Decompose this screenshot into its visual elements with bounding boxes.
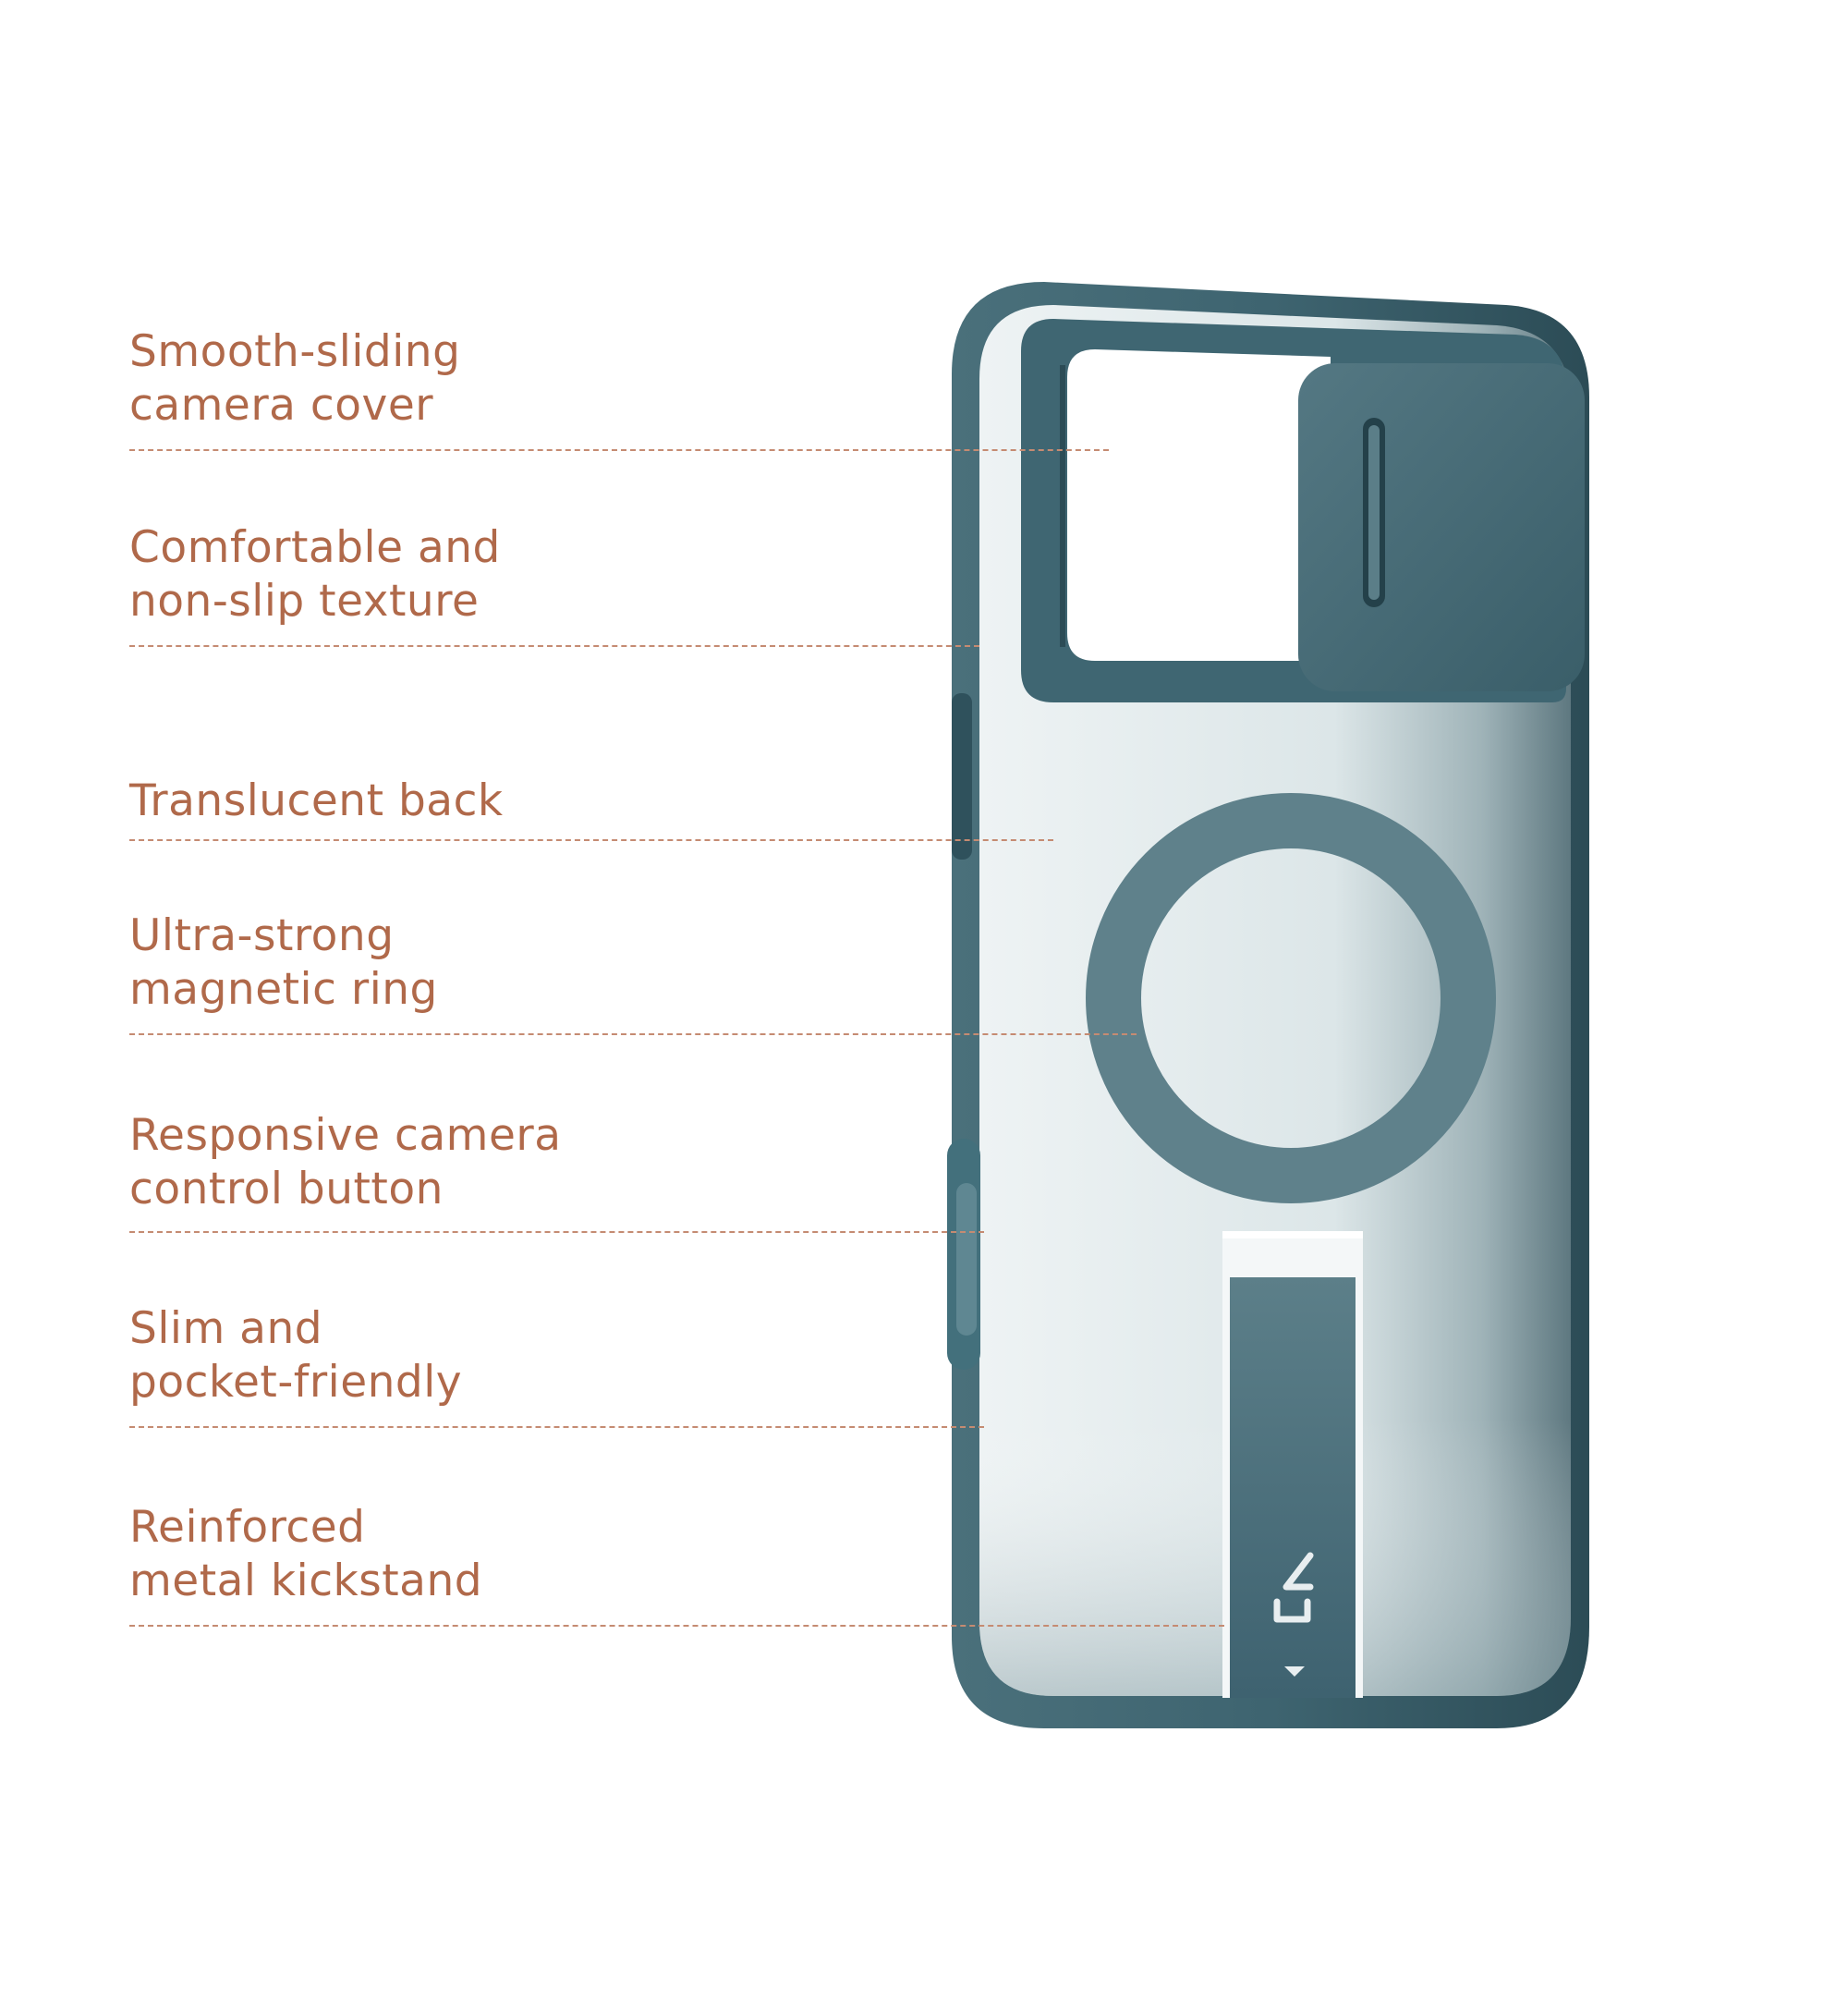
leader-line [129,1033,1137,1035]
feature-magnetic-ring: Ultra-strong magnetic ring [129,906,1137,1035]
feature-camera-control-button: Responsive camera control button [129,1107,984,1233]
camera-slider-icon [1298,363,1585,691]
brand-logo-icon [1273,1552,1314,1623]
feature-label: Slim and pocket-friendly [129,1303,463,1408]
feature-label: Reinforced metal kickstand [129,1502,483,1606]
leader-line [129,645,979,647]
leader-line [129,1426,984,1428]
kickstand-track [1222,1236,1363,1698]
leader-line [129,449,1109,451]
feature-label: Comfortable and non-slip texture [129,522,501,627]
leader-line [129,839,1053,841]
feature-label: Translucent back [129,775,504,826]
feature-non-slip-texture: Comfortable and non-slip texture [129,518,979,647]
feature-label: Ultra-strong magnetic ring [129,910,438,1015]
feature-camera-cover: Smooth-sliding camera cover [129,323,1109,451]
feature-label: Smooth-sliding camera cover [129,326,461,431]
feature-metal-kickstand: Reinforced metal kickstand [129,1497,1224,1627]
kickstand-icon [1230,1277,1356,1698]
feature-slim-pocket-friendly: Slim and pocket-friendly [129,1299,984,1428]
leader-line [129,1625,1224,1627]
feature-label: Responsive camera control button [129,1110,562,1214]
down-arrow-icon [1284,1666,1305,1677]
leader-line [129,1231,984,1233]
feature-translucent-back: Translucent back [129,767,1053,841]
magnetic-ring-icon [1086,793,1496,1203]
